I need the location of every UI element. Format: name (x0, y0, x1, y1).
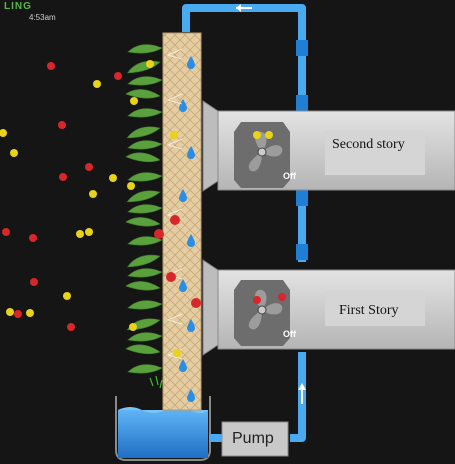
fan-icon (234, 280, 290, 346)
water-tank (115, 396, 211, 461)
arrow-left-icon (236, 4, 252, 12)
water-pipe (182, 4, 306, 442)
first-story-fan-state: Off (283, 329, 297, 339)
app-logo: LING (4, 1, 32, 12)
fan-icon (234, 122, 290, 188)
pump-box (221, 421, 289, 457)
arrow-up-icon (298, 383, 306, 404)
first-story-duct (202, 259, 455, 356)
first-story-label: First Story (339, 303, 399, 318)
plant-wall (125, 44, 163, 389)
airborne-particles (0, 60, 201, 357)
clock-time: 4:53am (29, 13, 56, 22)
pipe-joints (296, 40, 308, 260)
pump-label: Pump (232, 430, 274, 447)
second-story-fan-state: Off (283, 171, 297, 181)
cooling-pad (162, 32, 202, 411)
second-story-duct (202, 100, 455, 192)
second-story-label: Second story (332, 137, 405, 152)
